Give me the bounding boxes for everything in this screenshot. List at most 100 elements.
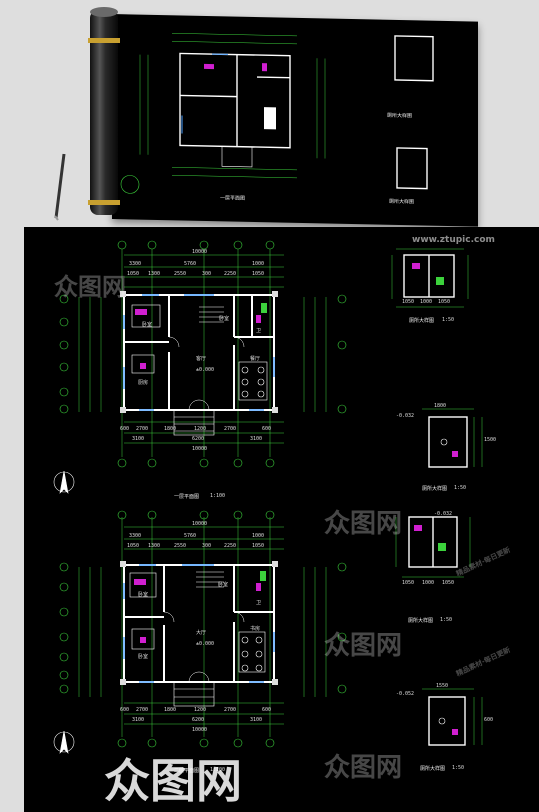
watermark-logo-5: 众图网 (324, 753, 403, 783)
plan1-fixtures (135, 303, 267, 369)
plan1-stair (199, 306, 224, 323)
plan2-dim-top-3: 1000 (252, 533, 265, 539)
plan1-dim-top2-5: 2250 (224, 271, 237, 277)
plan1-title: 一层平面图 (174, 494, 200, 500)
watermark-logo-3: 众图网 (324, 631, 403, 661)
detail2-dim-2: 1500 (484, 437, 497, 443)
top-drawing-sheet: 一层平面图 厕所大样图 厕所大样图 (112, 14, 478, 227)
detail4-dim-2: 600 (484, 717, 494, 723)
plan2-dim-top2-2: 1300 (148, 543, 161, 549)
detail3 (408, 516, 458, 568)
detail2 (428, 416, 468, 468)
top-detail-title-2: 厕所大样图 (389, 198, 415, 206)
plan1-dim-bottom2-3: 3100 (250, 436, 263, 442)
detail3-title: 厕所大样图 (408, 618, 434, 624)
plan2-dim-bottom2-3: 3100 (250, 717, 263, 723)
plan1-scale: 1:100 (210, 493, 226, 499)
rolled-tube (52, 4, 122, 226)
detail4-level: -0.052 (396, 691, 415, 697)
watermark-logo-1: 众图网 (54, 273, 126, 301)
plan1-dim-top-2: 5760 (184, 261, 197, 267)
plan1-dim-bottom-5: 2700 (224, 426, 237, 432)
plan1-room-4: 厨房 (138, 380, 149, 386)
plan2-dim-top2-1: 1050 (127, 543, 140, 549)
detail1-scale: 1:50 (442, 317, 455, 323)
plan1-dim-top-1: 3300 (129, 261, 142, 267)
plan1-dim-bottom-total: 10000 (192, 446, 208, 452)
plan1-axis-bubbles (59, 240, 347, 468)
plan2-dim-top2-3: 2550 (174, 543, 187, 549)
plan2-dim-bottom-4: 1200 (194, 707, 207, 713)
plan2-dimensions (78, 517, 327, 737)
plan2-scale: 1:100 (210, 767, 226, 773)
top-plan-title: 一层平面图 (220, 195, 246, 202)
detail4-title: 厕所大样图 (420, 766, 446, 772)
watermark-site-url: www.ztupic.com (412, 235, 495, 245)
plan1-dim-bottom-4: 1200 (194, 426, 207, 432)
plan1-room-6: 餐厅 (250, 356, 261, 362)
plan2-wall-fill (120, 561, 278, 685)
plan2-dim-bottom-5: 2700 (224, 707, 237, 713)
plan1-room-5: 卧室 (219, 316, 230, 322)
plan2-room-3: 大厅 (196, 630, 207, 636)
plan1-dimensions (78, 249, 327, 457)
plan2-dim-bottom-6: 600 (262, 707, 272, 713)
plan2-room-6: 书房 (250, 626, 261, 632)
detail3-dim-2: 1000 (422, 580, 435, 586)
plan1-dim-top2-3: 2550 (174, 271, 187, 277)
plan2-room-1: 卧室 (138, 592, 149, 598)
detail3-scale: 1:50 (440, 617, 453, 623)
plan2-dim-top2-6: 1050 (252, 543, 265, 549)
top-detail-title-1: 厕所大样图 (387, 112, 413, 120)
plan2-room-5: 卧室 (218, 582, 229, 588)
plan1-dim-top2-4: 300 (202, 271, 212, 277)
plan2-room-2: 卫 (256, 600, 262, 606)
detail4-scale: 1:50 (452, 765, 465, 771)
detail1 (403, 254, 455, 298)
detail2-dim-1: 1800 (434, 403, 447, 409)
plan2-fixtures (134, 571, 266, 643)
plan2-dim-bottom2-2: 6200 (192, 717, 205, 723)
plan2-room-4: 卧室 (138, 654, 149, 660)
detail3-dim-1: 1050 (402, 580, 415, 586)
detail1-dim-3: 1050 (438, 299, 451, 305)
plan2-dim-bottom-1: 600 (120, 707, 130, 713)
detail4-dim-1: 1550 (436, 683, 449, 689)
plan1-dim-top-3: 1000 (252, 261, 265, 267)
plan2-dim-top2-5: 2250 (224, 543, 237, 549)
plan2-dim-bottom-total: 10000 (192, 727, 208, 733)
plan1-dim-bottom-1: 600 (120, 426, 130, 432)
plan1-doors (168, 336, 245, 411)
main-drawing-sheet: 10000 3300 5760 1000 1050 1300 2550 300 … (24, 227, 539, 812)
plan2-stair (196, 571, 224, 588)
plan1-level: ±0.000 (196, 367, 215, 373)
plan2-dim-bottom-2: 2700 (136, 707, 149, 713)
plan1-dim-top2-6: 1050 (252, 271, 265, 277)
plan1-dim-bottom2-2: 6200 (192, 436, 205, 442)
detail4 (428, 696, 466, 746)
plan2-north-arrow (53, 730, 75, 754)
detail1-dim-1: 1050 (402, 299, 415, 305)
floor-plans-drawing (53, 240, 483, 754)
plan2-title: 二层平面图 (174, 768, 200, 774)
plan1-room-3: 客厅 (196, 356, 207, 362)
plan2-level: ±0.000 (196, 641, 215, 647)
plan1-dim-bottom-6: 600 (262, 426, 272, 432)
plan2-dim-bottom-3: 1800 (164, 707, 177, 713)
plan1-room-1: 卧室 (142, 322, 153, 328)
plan1-dim-top2-2: 1300 (148, 271, 161, 277)
watermark-logo-2: 众图网 (324, 509, 403, 539)
plan2-furniture (129, 572, 266, 707)
detail1-title: 厕所大样图 (409, 318, 435, 324)
plan1-dim-top2-1: 1050 (127, 271, 140, 277)
plan1-dim-bottom2-1: 3100 (132, 436, 145, 442)
plan1-windows (123, 294, 275, 411)
plan1-dim-bottom-2: 2700 (136, 426, 149, 432)
plan2-axis-bubbles (59, 510, 347, 748)
plan2-total-dim: 10000 (192, 521, 208, 527)
plan1-north-arrow (53, 470, 75, 494)
plan1-dim-bottom-3: 1800 (164, 426, 177, 432)
watermark-logo-4: 众图网 (104, 754, 242, 808)
detail1-dim-2: 1000 (420, 299, 433, 305)
plan2-dim-top-2: 5760 (184, 533, 197, 539)
